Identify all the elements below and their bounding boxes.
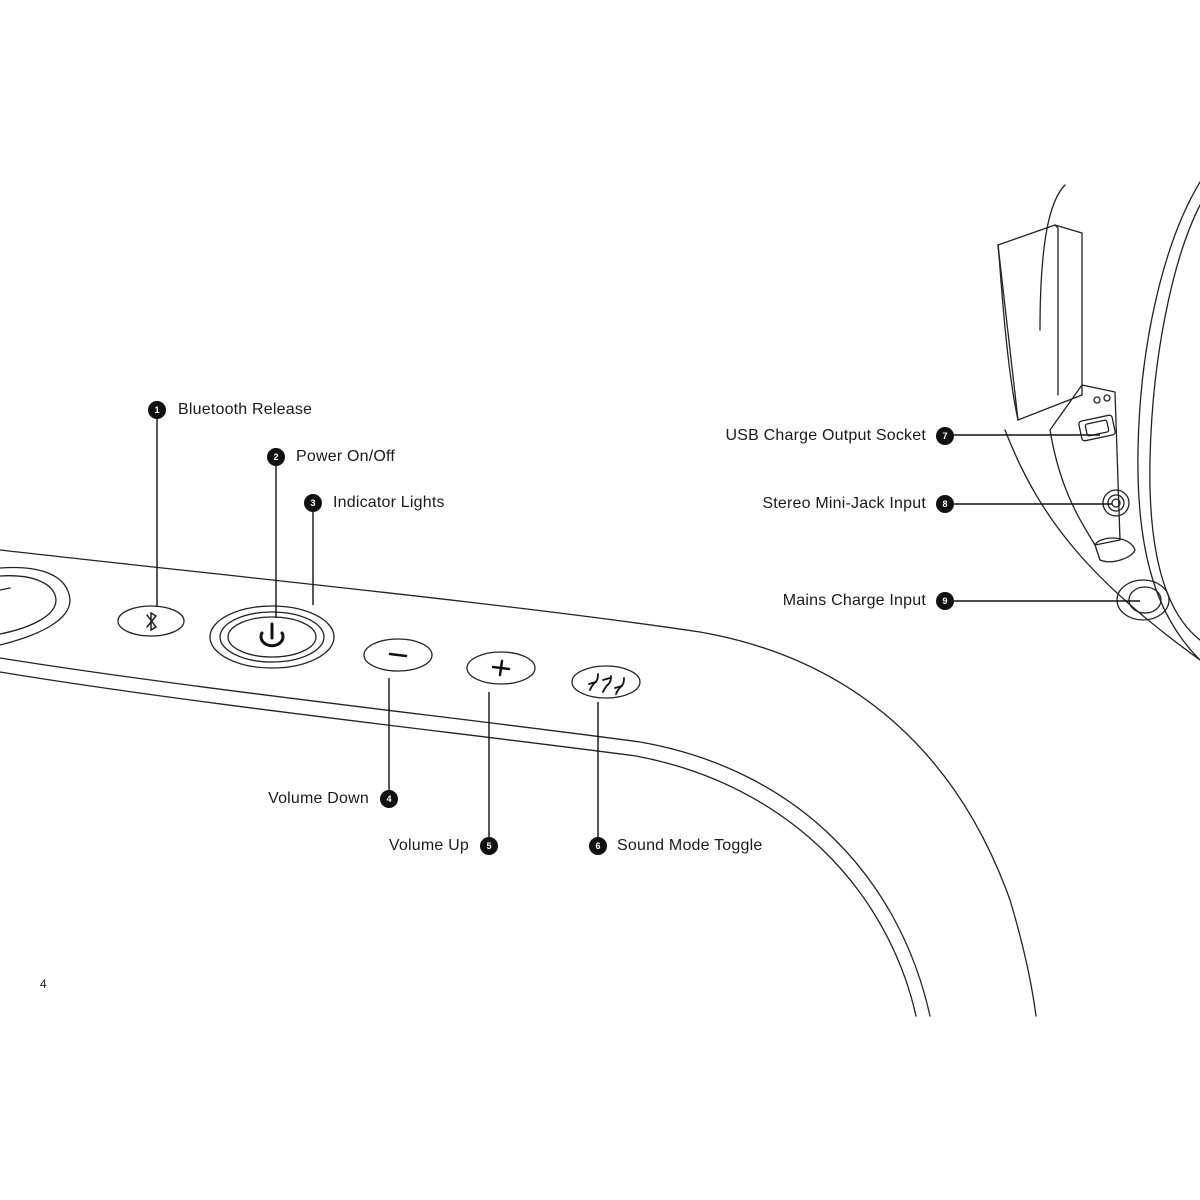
callout-badge-3: 3: [304, 494, 322, 512]
page-number: 4: [40, 977, 47, 991]
callout-badge-6: 6: [589, 837, 607, 855]
minus-icon: [388, 652, 408, 658]
power-button: [227, 616, 317, 658]
sound-mode-button: [571, 665, 641, 699]
speaker-rim-back: [1004, 429, 1200, 661]
bluetooth-button: [117, 605, 185, 637]
callout-label-indicator-lights: Indicator Lights: [333, 494, 445, 511]
left-dial-inner: [0, 575, 57, 635]
callout-label-volume-up: Volume Up: [388, 837, 469, 854]
speaker-front-edge-lower: [0, 671, 917, 1017]
speaker-rim-arc-2: [1149, 204, 1200, 641]
callout-badge-9: 9: [936, 592, 954, 610]
port-plug: [1094, 537, 1136, 563]
callout-badge-5: 5: [480, 837, 498, 855]
callout-badge-4: 4: [380, 790, 398, 808]
power-ring-outer: [209, 605, 335, 669]
callout-badge-7: 7: [936, 427, 954, 445]
callout-label-volume-down: Volume Down: [268, 790, 369, 807]
speaker-top-edge: [0, 549, 1037, 1017]
speaker-front-edge-upper: [0, 657, 931, 1017]
callout-label-mini-jack-input: Stereo Mini-Jack Input: [762, 495, 926, 512]
speaker-rim-arc-1: [1137, 181, 1200, 661]
usb-port: [1078, 414, 1116, 442]
bluetooth-icon: [146, 611, 158, 632]
callout-badge-1: 1: [148, 401, 166, 419]
power-icon: [259, 622, 285, 648]
port-panel: [1049, 384, 1121, 546]
plus-icon: [491, 659, 511, 677]
power-ring-inner: [219, 611, 325, 663]
port-flap: [997, 224, 1083, 421]
mains-port: [1116, 579, 1170, 621]
callout-label-usb-charge-output: USB Charge Output Socket: [725, 427, 926, 444]
left-dial-outer: [0, 566, 71, 646]
mini-jack-port-outer: [1102, 489, 1130, 517]
callout-label-sound-mode-toggle: Sound Mode Toggle: [617, 837, 763, 854]
callout-label-mains-charge-input: Mains Charge Input: [782, 592, 926, 609]
callout-badge-8: 8: [936, 495, 954, 513]
callout-label-power: Power On/Off: [296, 448, 396, 465]
callout-label-bluetooth-release: Bluetooth Release: [178, 401, 313, 418]
volume-up-button: [466, 651, 536, 685]
callout-badge-2: 2: [267, 448, 285, 466]
equalizer-icon: [588, 673, 625, 695]
volume-down-button: [363, 638, 433, 672]
speaker-rim-outer: [1039, 184, 1066, 331]
